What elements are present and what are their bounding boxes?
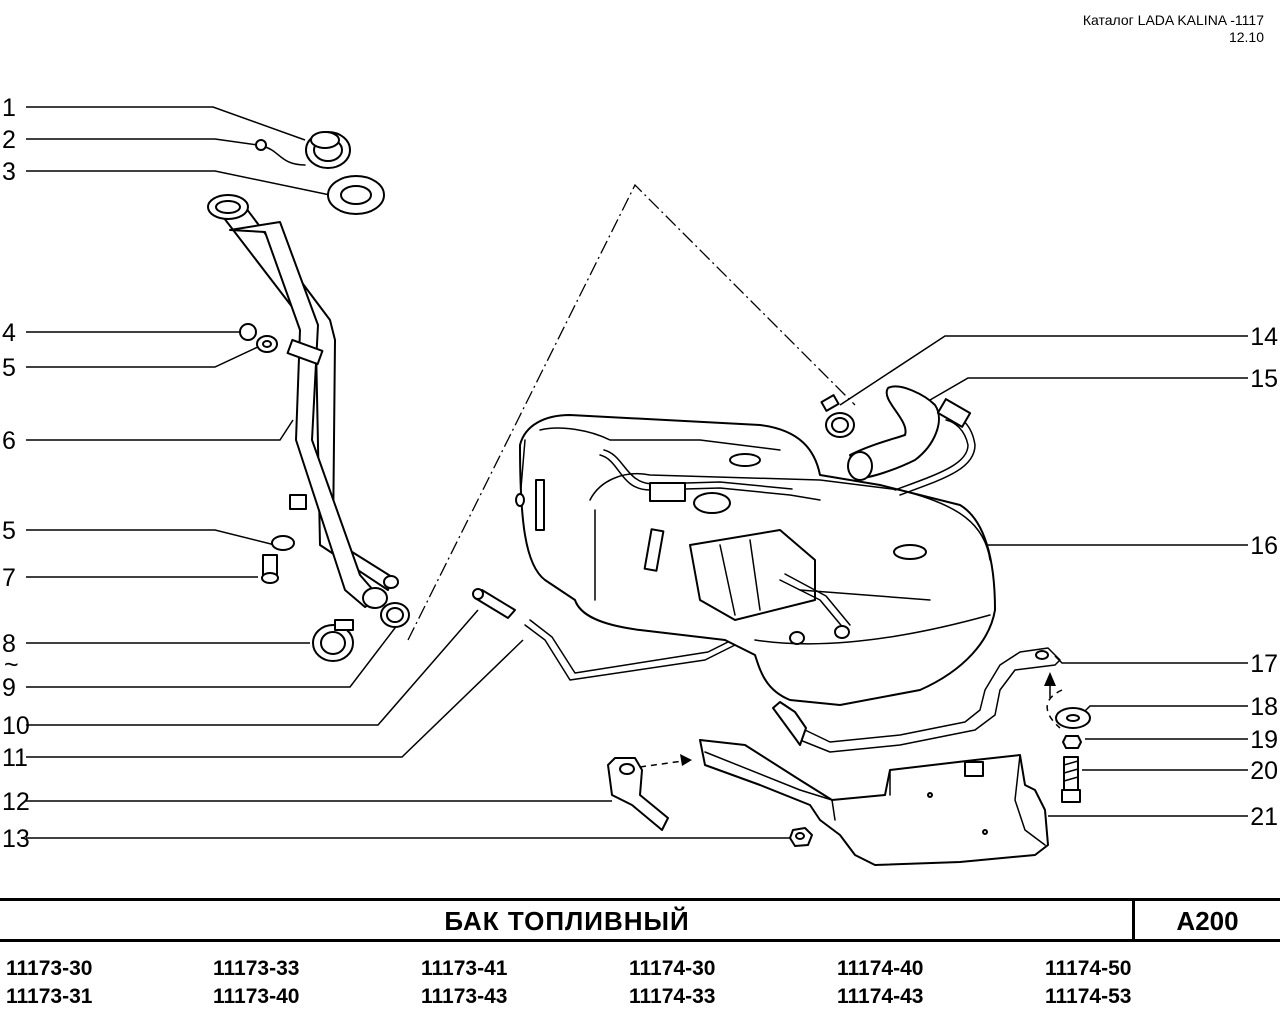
right-leaders bbox=[839, 335, 1248, 817]
callout-number: 12 bbox=[2, 788, 30, 816]
callout-number: 14 bbox=[1250, 323, 1278, 351]
callout-number: 19 bbox=[1250, 726, 1278, 754]
callout-number: 7 bbox=[2, 564, 16, 592]
callout-number: 10 bbox=[2, 712, 30, 740]
callout-number: 2 bbox=[2, 126, 16, 154]
catalog-name: Каталог LADA KALINA -1117 bbox=[1082, 12, 1264, 28]
model-code: 11173-43 bbox=[421, 985, 508, 1008]
callout-number: 5 bbox=[2, 354, 16, 382]
left-leaders bbox=[26, 106, 790, 839]
clamps-8-9 bbox=[312, 602, 410, 662]
model-code: 11173-41 bbox=[421, 957, 508, 980]
hose-14-15 bbox=[820, 385, 976, 496]
model-code: 11174-40 bbox=[837, 957, 924, 980]
fuel-tank bbox=[515, 414, 996, 706]
model-code: 11174-53 bbox=[1045, 985, 1132, 1008]
filler-neck bbox=[207, 194, 399, 609]
callout-number: 1 bbox=[2, 94, 16, 122]
model-code: 11173-33 bbox=[213, 957, 300, 980]
callout-number: 15 bbox=[1250, 365, 1278, 393]
callout-number: 4 bbox=[2, 319, 16, 347]
callout-number: 6 bbox=[2, 427, 16, 455]
model-code: 11173-30 bbox=[6, 957, 93, 980]
callout-number: 13 bbox=[2, 825, 30, 853]
title-divider bbox=[1132, 901, 1135, 939]
model-code: 11174-30 bbox=[629, 957, 716, 980]
title-bar: БАК ТОПЛИВНЫЙ А200 bbox=[0, 898, 1280, 942]
callout-number: 18 bbox=[1250, 693, 1278, 721]
callout-number: 5 bbox=[2, 517, 16, 545]
page-title: БАК ТОПЛИВНЫЙ bbox=[444, 906, 690, 936]
callout-number: 17 bbox=[1250, 650, 1278, 678]
callout-number: 11 bbox=[2, 744, 28, 772]
model-code: 11174-43 bbox=[837, 985, 924, 1008]
model-list: 11173-30 11173-31 11173-33 11173-40 1117… bbox=[0, 956, 1280, 1016]
fasteners bbox=[239, 323, 295, 584]
callout-number: ~ bbox=[4, 651, 19, 679]
heat-shield bbox=[699, 739, 1049, 866]
callout-number: 8 bbox=[2, 630, 16, 658]
callout-number: 3 bbox=[2, 158, 16, 186]
catalog-date: 12.10 bbox=[1228, 29, 1264, 45]
model-code: 11174-33 bbox=[629, 985, 716, 1008]
strap bbox=[772, 647, 1061, 753]
callout-number: 21 bbox=[1250, 803, 1278, 831]
callout-number: 9 bbox=[2, 674, 16, 702]
filler-cap-group bbox=[255, 131, 385, 215]
model-code: 11174-50 bbox=[1045, 957, 1132, 980]
hose-and-tube bbox=[472, 588, 747, 681]
callout-number: 16 bbox=[1250, 532, 1278, 560]
callout-number: 20 bbox=[1250, 757, 1278, 785]
model-code: 11173-40 bbox=[213, 985, 300, 1008]
catalog-header: Каталог LADA KALINA -1117 12.10 bbox=[1083, 12, 1264, 46]
model-code: 11173-31 bbox=[6, 985, 93, 1008]
right-callout-numbers: 14 15 16 17 18 19 20 21 bbox=[1250, 323, 1278, 831]
assembly-lines bbox=[407, 183, 1063, 768]
bracket-and-nut bbox=[607, 757, 813, 847]
washer-nut-bolt bbox=[1055, 707, 1091, 803]
section-code: А200 bbox=[1176, 906, 1239, 936]
